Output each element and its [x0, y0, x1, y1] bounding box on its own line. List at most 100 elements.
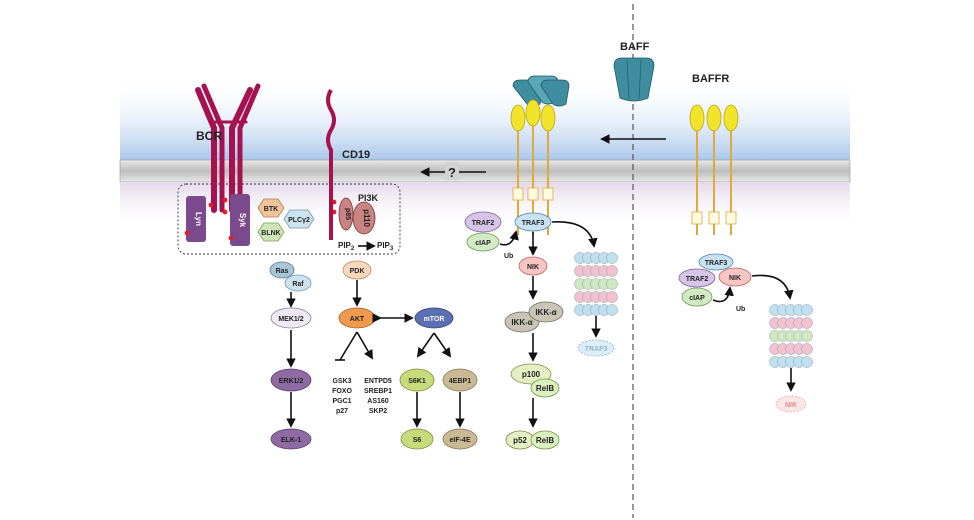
proteasome-subunit — [606, 304, 618, 316]
baff-label: BAFF — [620, 41, 650, 53]
akt-target-right-1: SREBP1 — [364, 388, 392, 395]
proteasome-subunit — [801, 330, 813, 342]
s6-label: S6 — [413, 437, 422, 444]
lyn-kinase — [186, 196, 206, 242]
erk-label: ERK1/2 — [279, 378, 304, 385]
pip3-label: PIP3 — [377, 241, 394, 252]
p85-label: p85 — [344, 208, 351, 220]
ikk-alpha-1-label: IKK-α — [511, 318, 532, 327]
phospho-dots — [184, 197, 337, 241]
traf3-to-proteasome-arrow — [551, 221, 598, 248]
pip2-label: PIP2 — [338, 241, 355, 252]
syk-label: Syk — [238, 213, 247, 228]
akt-inhibit-left — [339, 331, 358, 361]
nik-right-node — [718, 267, 752, 287]
elk-node — [270, 428, 312, 450]
mtor-to-s6k1-arrow — [416, 332, 435, 358]
mtor-node — [414, 307, 454, 329]
baff-trimer-free — [613, 57, 655, 102]
baff-trimer-bound — [512, 75, 570, 107]
ikk-alpha-2-label: IKK-α — [535, 308, 556, 317]
traf2-right-label: TRAF2 — [686, 276, 709, 283]
mek-node — [270, 307, 312, 329]
akt-activate-right — [356, 331, 373, 360]
ciap-label: cIAP — [475, 240, 491, 247]
bcr-complex-box — [177, 183, 401, 255]
bcr-receptor — [195, 83, 261, 213]
raf-node — [284, 274, 312, 292]
nik-right-label: NIK — [729, 275, 741, 282]
traf3-degraded-label: TRAF3 — [585, 346, 608, 353]
s6k1-label: S6K1 — [408, 378, 426, 385]
nik-degraded-node — [775, 395, 807, 413]
question-mark: ? — [448, 165, 456, 180]
nik-degraded-label: NIK — [785, 402, 797, 409]
erk-node — [270, 368, 312, 392]
akt-target-left-3: p27 — [336, 408, 348, 415]
4ebp1-node — [442, 368, 478, 392]
cd19-label: CD19 — [342, 149, 370, 161]
ciap-right-label: cIAP — [689, 295, 705, 302]
p110-label: p110 — [362, 209, 371, 227]
proteasome-subunit — [801, 343, 813, 355]
traf2-right-node — [678, 268, 716, 288]
traf3-right-node — [698, 253, 734, 271]
traf2-label: TRAF2 — [472, 220, 495, 227]
proteasome-subunit — [606, 278, 618, 290]
ub-label-center: Ub — [504, 253, 513, 260]
proteasome-center — [574, 252, 618, 316]
btk-label: BTK — [264, 206, 278, 213]
proteasome-right — [769, 304, 813, 368]
relb-node-2 — [530, 430, 560, 450]
akt-target-left-1: FOXO — [332, 388, 352, 395]
ciap-right-node — [681, 287, 713, 307]
akt-target-right-3: SKP2 — [369, 408, 387, 415]
baffr-label: BAFFR — [692, 73, 729, 85]
plcg2-label: PLCγ2 — [288, 217, 310, 224]
s6-node — [400, 428, 434, 450]
proteasome-subunit — [606, 252, 618, 264]
s6k1-node — [399, 368, 435, 392]
akt-target-right-2: AS160 — [367, 398, 389, 405]
p100-label: p100 — [522, 370, 541, 379]
syk-kinase — [230, 194, 250, 246]
traf3-label: TRAF3 — [522, 220, 545, 227]
relb-label-1: RelB — [536, 384, 554, 393]
nik-node — [518, 256, 548, 276]
relb-label-2: RelB — [536, 436, 554, 445]
mek-label: MEK1/2 — [278, 316, 303, 323]
pdk-node — [342, 260, 372, 280]
ciap-ub-arrow — [499, 230, 519, 246]
pi3k-label: PI3K — [358, 193, 379, 203]
bcr-label: BCR — [196, 129, 222, 143]
proteasome-subunit — [801, 304, 813, 316]
proteasome-subunit — [606, 265, 618, 277]
ciap-node — [466, 232, 500, 252]
nik-to-proteasome-arrow — [751, 274, 794, 300]
ub-label-right: Ub — [736, 306, 745, 313]
btk-node — [257, 198, 285, 218]
nik-label: NIK — [527, 264, 539, 271]
raf-label: Raf — [292, 281, 304, 288]
plcg2-node — [283, 209, 315, 229]
akt-target-left-0: GSK3 — [332, 378, 351, 385]
traf2-node — [464, 211, 502, 233]
ikk-alpha-1 — [504, 311, 540, 333]
proteasome-subunit — [606, 291, 618, 303]
akt-target-right-0: ENTPD5 — [364, 378, 392, 385]
proteasome-subunit — [801, 317, 813, 329]
traf3-node — [514, 212, 552, 232]
lyn-label: Lyn — [194, 212, 203, 226]
traf3-right-label: TRAF3 — [705, 260, 728, 267]
elk-label: ELK-1 — [281, 437, 301, 444]
akt-target-left-2: PGC1 — [332, 398, 351, 405]
pdk-label: PDK — [350, 268, 365, 275]
cd19-receptor — [326, 88, 336, 240]
baffr-receptors-right — [689, 104, 739, 235]
p52-label: p52 — [513, 436, 527, 445]
blnk-node — [257, 222, 285, 242]
ikk-alpha-2 — [528, 301, 564, 323]
traf3-degraded-node — [577, 339, 615, 357]
ras-node — [269, 261, 295, 279]
